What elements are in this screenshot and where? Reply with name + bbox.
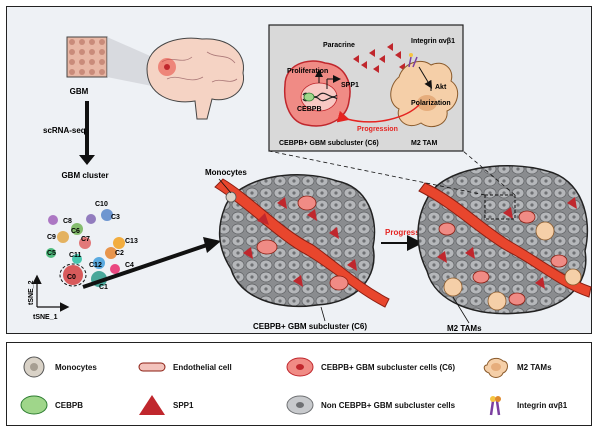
cluster-c13: C13 (125, 238, 138, 245)
mechanism-inset (268, 24, 464, 152)
m2-tam-icon (483, 357, 508, 378)
cluster-c5: C5 (47, 250, 56, 257)
tsne-plot (46, 209, 125, 287)
cluster-c11: C11 (69, 252, 82, 259)
subcluster-pointer (320, 306, 326, 322)
cluster-c8: C8 (63, 218, 72, 225)
cluster-c9: C9 (47, 234, 56, 241)
figure-panel: GBM scRNA-seq GBM cluster C10 C3 C8 C6 C… (6, 6, 592, 334)
legend-cebpb-cells-label: CEBPB+ GBM subcluster cells (C6) (321, 362, 456, 372)
legend-endothelial: Endothelial cell (137, 355, 232, 379)
inset-integrin: Integrin αvβ1 (411, 38, 455, 45)
cluster-c6: C6 (71, 228, 80, 235)
monocytes-pointer (218, 178, 232, 194)
inset-spp1: SPP1 (341, 82, 359, 89)
m2-tams-pointer (452, 296, 470, 324)
non-cebpb-cell-icon (286, 395, 314, 415)
label-gbm: GBM (70, 87, 89, 96)
label-scrnaseq: scRNA-seq (43, 126, 86, 135)
inset-connector-left (268, 150, 486, 196)
inset-cebpb: CEBPB (297, 106, 322, 113)
legend-spp1-label: SPP1 (173, 400, 194, 410)
down-arrow-head (79, 155, 95, 165)
cebpb-cell-icon (286, 357, 314, 377)
legend-cebpb: CEBPB (19, 393, 83, 417)
cluster-c1: C1 (99, 284, 108, 291)
label-subcluster-mid: CEBPB+ GBM subcluster (C6) (253, 322, 367, 331)
legend-monocytes: Monocytes (19, 355, 97, 379)
cluster-arrow-head (203, 237, 221, 253)
inset-progression: Progression (357, 126, 398, 133)
legend-monocytes-label: Monocytes (55, 362, 97, 372)
cluster-c0: C0 (67, 274, 76, 281)
inset-connector-right (462, 150, 516, 196)
label-monocytes: Monocytes (205, 168, 247, 177)
inset-subcluster: CEBPB+ GBM subcluster (C6) (279, 140, 379, 147)
figure-canvas: GBM scRNA-seq GBM cluster C10 C3 C8 C6 C… (28, 24, 592, 333)
inset-paracrine: Paracrine (323, 42, 355, 49)
legend-integrin-label: Integrin αvβ1 (517, 400, 568, 410)
spp1-triangle-icon (139, 395, 165, 415)
label-progression-mid: Progression (385, 228, 432, 237)
legend-m2-tams: M2 TAMs (481, 355, 552, 379)
cluster-c2: C2 (115, 250, 124, 257)
brain-icon (146, 37, 245, 120)
legend-spp1: SPP1 (137, 393, 193, 417)
integrin-icon (489, 396, 501, 416)
legend-non-cebpb-label: Non CEBPB+ GBM subcluster cells (321, 400, 456, 410)
inset-polarization: Polarization (411, 100, 451, 107)
legend-endothelial-label: Endothelial cell (173, 362, 232, 372)
gbm-tissue-sample (66, 36, 108, 78)
legend-cebpb-label: CEBPB (55, 400, 84, 410)
zoom-wedge (107, 37, 157, 87)
cluster-c4: C4 (125, 262, 134, 269)
cluster-c12: C12 (89, 262, 102, 269)
label-m2-tams: M2 TAMs (447, 324, 482, 333)
cluster-c3: C3 (111, 214, 120, 221)
legend-panel: Monocytes Endothelial cell CEBPB+ GBM su… (6, 342, 592, 426)
legend-cebpb-cells: CEBPB+ GBM subcluster cells (C6) (285, 355, 455, 379)
label-tsne2: tSNE_2 (28, 280, 35, 305)
inset-proliferation: Proliferation (287, 68, 328, 75)
label-tsne1: tSNE_1 (33, 314, 58, 321)
tumor-early (214, 174, 390, 308)
legend-integrin: Integrin αvβ1 (481, 393, 567, 417)
cluster-c7: C7 (81, 236, 90, 243)
legend-m2-tams-label: M2 TAMs (517, 362, 552, 372)
cluster-c10: C10 (95, 201, 108, 208)
label-gbm-cluster: GBM cluster (61, 171, 108, 180)
monocyte-icon (23, 356, 45, 378)
cebpb-icon (20, 395, 48, 415)
cluster-to-tumor-arrow (82, 243, 208, 289)
legend-non-cebpb: Non CEBPB+ GBM subcluster cells (285, 393, 455, 417)
inset-akt: Akt (435, 84, 447, 91)
endothelial-cell-icon (138, 362, 166, 372)
inset-m2-tam: M2 TAM (411, 140, 437, 147)
tumor-advanced (417, 165, 592, 315)
